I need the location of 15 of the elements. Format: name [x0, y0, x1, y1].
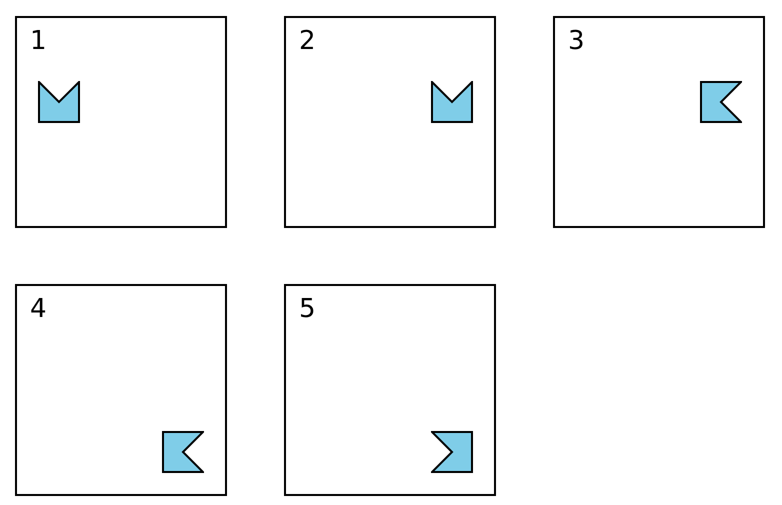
- flag-shape: [700, 81, 742, 123]
- panel-frame: [284, 16, 496, 228]
- panel-number: 3: [568, 26, 585, 56]
- panel-frame: [284, 284, 496, 496]
- panel-number: 4: [30, 294, 47, 324]
- flag-shape: [38, 81, 80, 123]
- panel-frame: [15, 284, 227, 496]
- panel-frame: [15, 16, 227, 228]
- panel-frame: [553, 16, 765, 228]
- flag-shape: [431, 81, 473, 123]
- panel-number: 2: [299, 26, 316, 56]
- flag-shape: [431, 431, 473, 473]
- panel-number: 5: [299, 294, 316, 324]
- panel-number: 1: [30, 26, 47, 56]
- flag-shape: [162, 431, 204, 473]
